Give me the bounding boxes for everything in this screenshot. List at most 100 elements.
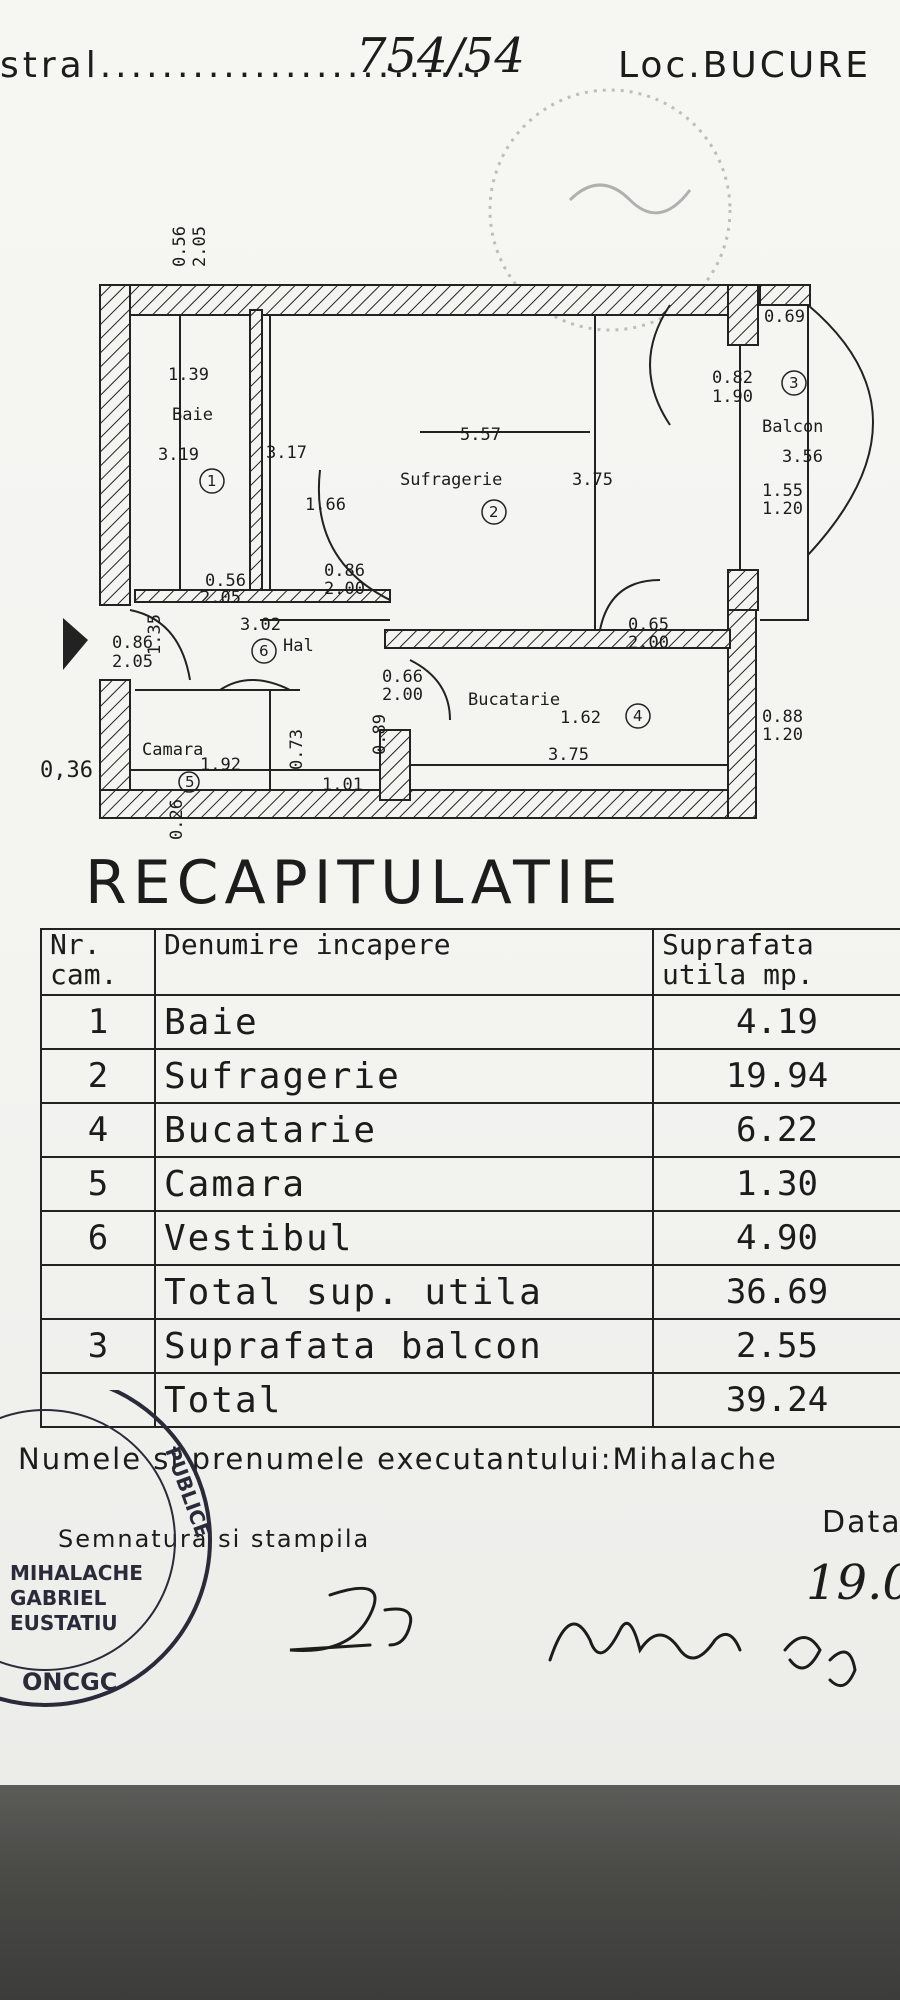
dim-text: 1.62 [560, 708, 601, 728]
official-stamp: MIHALACHE GABRIEL EUSTATIU ONCGC PUBLICE [0, 1390, 215, 1707]
dim-text: 0.82 [712, 368, 753, 388]
dim-text: 1.35 [145, 614, 165, 655]
dim-text: 1.20 [762, 499, 803, 519]
room-marker: 1 [207, 472, 217, 490]
row-nr: 2 [40, 1048, 156, 1104]
date-value: 19.0 [806, 1555, 900, 1611]
dim-text: 0.26 [167, 799, 187, 840]
table-row: 1 Baie 4.19 [40, 994, 900, 1050]
locality-label: Loc.BUCURE [618, 45, 871, 86]
row-name: Camara [154, 1156, 654, 1212]
total-util-row: Total sup. utila 36.69 [40, 1264, 900, 1320]
table-row: 4 Bucatarie 6.22 [40, 1102, 900, 1158]
dim-text: 1.39 [168, 365, 209, 385]
row-name: Baie [154, 994, 654, 1050]
dim-text: 1.92 [200, 755, 241, 775]
dim-text: 1.90 [712, 387, 753, 407]
dim-text: 1.01 [322, 775, 363, 795]
recap-title: RECAPITULATIE [85, 848, 624, 918]
row-name: Vestibul [154, 1210, 654, 1266]
svg-text:MIHALACHE: MIHALACHE [10, 1561, 143, 1585]
dim-text: 0.69 [764, 307, 805, 327]
row-nr: 1 [40, 994, 156, 1050]
dim-text: 1.55 [762, 481, 803, 501]
dim-text: 3.17 [266, 443, 307, 463]
row-area: 1.30 [652, 1156, 900, 1212]
total-util-label: Total sup. utila [154, 1264, 654, 1320]
signature-stamp-label: Semnatura si stampila [58, 1525, 371, 1553]
dim-text: 3.56 [782, 447, 823, 467]
svg-text:PUBLICE: PUBLICE [160, 1444, 215, 1541]
dim-text: 0.56 [170, 226, 190, 267]
dim-text: 2.00 [628, 633, 669, 653]
row-nr: 5 [40, 1156, 156, 1212]
total-value: 39.24 [652, 1372, 900, 1428]
balcony-row: 3 Suprafata balcon 2.55 [40, 1318, 900, 1374]
floor-plan: 0.56 2.05 0.69 1.39 0.82 1.90 Baie 5.57 … [40, 88, 874, 840]
col-area-header: Suprafata utila mp. [652, 928, 900, 996]
row-area: 4.19 [652, 994, 900, 1050]
room-marker: 2 [489, 503, 499, 521]
balcony-nr: 3 [40, 1318, 156, 1374]
balcony-label: Balcon [762, 417, 823, 437]
room-marker: 5 [185, 773, 195, 791]
dim-text: 0.65 [628, 615, 669, 635]
arrow-icon [63, 618, 88, 670]
recap-table: Nr. cam. Denumire incapere Suprafata uti… [40, 928, 900, 1428]
dim-text: Hal [283, 636, 314, 656]
room-marker: 6 [259, 642, 269, 660]
total-row: Total 39.24 [40, 1372, 900, 1428]
balcony-arc [807, 304, 874, 556]
dim-text: 2.05 [112, 652, 153, 672]
dim-text: Sufragerie [400, 470, 502, 490]
balcony-label: Suprafata balcon [154, 1318, 654, 1374]
dim-text: Baie [172, 405, 213, 425]
faded-stamp [488, 88, 732, 332]
dim-text: 2.05 [190, 226, 210, 267]
dim-text: 0.89 [370, 714, 390, 755]
total-label: Total [154, 1372, 654, 1428]
col-name-header: Denumire incapere [154, 928, 654, 996]
row-nr: 4 [40, 1102, 156, 1158]
table-header-row: Nr. cam. Denumire incapere Suprafata uti… [40, 928, 900, 996]
dim-text: 5.57 [460, 425, 501, 445]
row-name: Sufragerie [154, 1048, 654, 1104]
row-nr: 6 [40, 1210, 156, 1266]
dim-text: 3.19 [158, 445, 199, 465]
svg-text:ONCGC: ONCGC [22, 1668, 117, 1696]
dim-text: 2.05 [200, 588, 241, 608]
balcony-value: 2.55 [652, 1318, 900, 1374]
dim-text: 2.00 [324, 579, 365, 599]
col-nr-header: Nr. cam. [40, 928, 156, 996]
room-marker: 4 [633, 707, 643, 725]
dim-text: 0.86 [324, 561, 365, 581]
row-nr-empty [40, 1372, 156, 1428]
row-nr-empty [40, 1264, 156, 1320]
dim-text: Camara [142, 740, 203, 760]
table-row: 5 Camara 1.30 [40, 1156, 900, 1212]
cadastral-label: stral......................... [0, 45, 486, 86]
room-marker: 3 [789, 374, 799, 392]
dim-text: 1.20 [762, 725, 803, 745]
row-area: 6.22 [652, 1102, 900, 1158]
dim-text: 0.56 [205, 571, 246, 591]
table-row: 2 Sufragerie 19.94 [40, 1048, 900, 1104]
walls [99, 284, 811, 819]
dim-text: 1.66 [305, 495, 346, 515]
row-area: 19.94 [652, 1048, 900, 1104]
dim-text: 0.66 [382, 667, 423, 687]
svg-text:GABRIEL: GABRIEL [10, 1586, 107, 1610]
dim-text: 0,36 [40, 758, 93, 783]
dim-text: 0.88 [762, 707, 803, 727]
dim-text: Bucatarie [468, 690, 560, 710]
executant-line: Numele si prenumele executantului:Mihala… [18, 1442, 778, 1476]
svg-text:EUSTATIU: EUSTATIU [10, 1611, 118, 1635]
cadastral-number: 754/54 [356, 28, 525, 84]
table-row: 6 Vestibul 4.90 [40, 1210, 900, 1266]
row-area: 4.90 [652, 1210, 900, 1266]
total-util-value: 36.69 [652, 1264, 900, 1320]
dim-text: 3.75 [572, 470, 613, 490]
desk-background [0, 1785, 900, 2000]
date-label: Data [822, 1505, 900, 1540]
dim-text: 3.02 [240, 615, 281, 635]
